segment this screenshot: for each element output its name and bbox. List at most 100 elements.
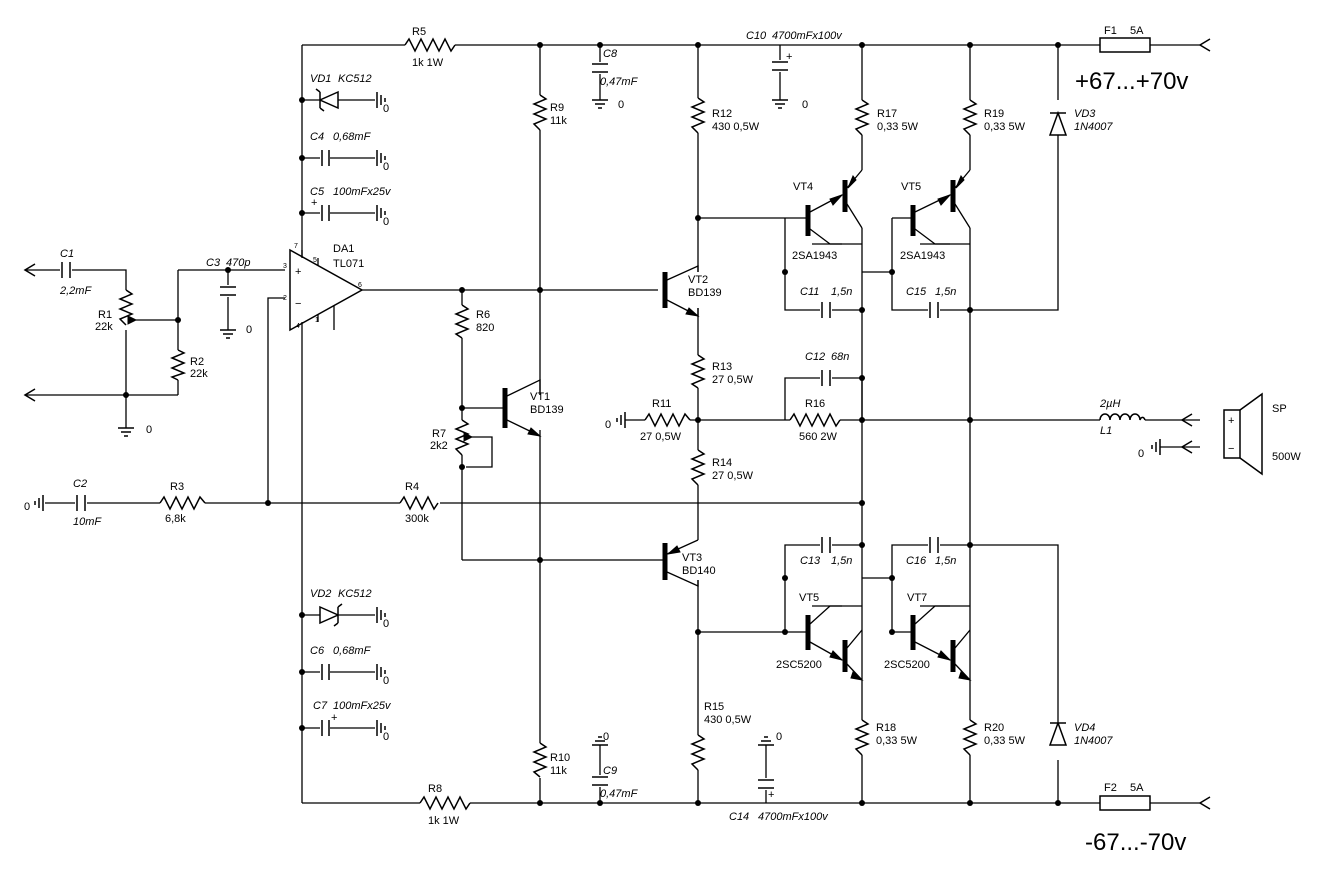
opamp-da1 xyxy=(289,248,364,332)
C6-body xyxy=(321,664,330,680)
r9-ref: R9 xyxy=(550,102,564,114)
C4-body xyxy=(321,150,330,166)
sp-ref: SP xyxy=(1272,403,1287,415)
pin-3: 3 xyxy=(283,263,287,270)
c7-plus: + xyxy=(331,712,337,724)
l1-value: 2µH xyxy=(1099,398,1120,410)
pin-7: 7 xyxy=(294,243,298,250)
c1-ref: C1 xyxy=(60,248,74,260)
C16-body xyxy=(929,537,939,553)
c11-value: 1,5n xyxy=(831,286,852,298)
c13-value: 1,5n xyxy=(831,555,852,567)
pin-4: 4 xyxy=(296,323,300,330)
transistors xyxy=(502,169,972,681)
r20-ref: R20 xyxy=(984,722,1004,734)
c2-ground-label: 0 xyxy=(24,501,30,513)
c7-ground-label: 0 xyxy=(383,731,389,743)
c7-ref: C7 xyxy=(313,700,328,712)
R4-body xyxy=(399,495,439,511)
terminal-arrows xyxy=(23,38,1211,810)
vt7-ref: VT7 xyxy=(907,592,927,604)
vt7-value: 2SC5200 xyxy=(884,659,930,671)
r1-ref: R1 xyxy=(98,309,112,321)
c5-ground-label: 0 xyxy=(383,216,389,228)
C12-body xyxy=(821,370,831,386)
c14-value: 4700mFx100v xyxy=(758,811,829,823)
r10-value: 11k xyxy=(550,765,567,777)
vd3-ref: VD3 xyxy=(1074,108,1096,120)
vd1-ref: VD1 xyxy=(310,73,331,85)
l1-ref: L1 xyxy=(1100,425,1112,437)
C9-body xyxy=(592,776,608,786)
c12-value: 68n xyxy=(831,351,849,363)
opamp-plus: + xyxy=(295,266,301,278)
da1-value: TL071 xyxy=(333,258,364,270)
C7-body xyxy=(321,720,330,736)
speaker-minus: − xyxy=(1228,443,1234,455)
vt3-value: BD140 xyxy=(682,565,716,577)
f1-ref: F1 xyxy=(1104,25,1117,37)
c3-value: 470p xyxy=(226,257,250,269)
vt2-ref: VT2 xyxy=(688,274,708,286)
R16-body xyxy=(789,412,841,428)
c6-ref: C6 xyxy=(310,645,325,657)
R20-body xyxy=(962,719,978,756)
R15-body xyxy=(690,734,706,771)
R7-body xyxy=(454,419,470,456)
c9-ground-label: 0 xyxy=(603,731,609,743)
r14-ref: R14 xyxy=(712,457,732,469)
vt2-value: BD139 xyxy=(688,287,722,299)
junctions xyxy=(123,42,1061,806)
c14-plus: + xyxy=(768,789,774,801)
vd1-value: KC512 xyxy=(338,73,372,85)
wires xyxy=(25,44,1200,804)
f1-value: 5A xyxy=(1130,25,1144,37)
vd2-ground-label: 0 xyxy=(383,618,389,630)
R8-body xyxy=(419,795,471,811)
sp-value: 500W xyxy=(1272,451,1301,463)
C2-body xyxy=(76,495,86,511)
c2-ref: C2 xyxy=(73,478,87,490)
c16-value: 1,5n xyxy=(935,555,956,567)
r8-ref: R8 xyxy=(428,783,442,795)
F2-body xyxy=(1099,795,1151,811)
VD2-body xyxy=(319,603,343,627)
r6-ref: R6 xyxy=(476,309,490,321)
c8-value: 0,47mF xyxy=(600,76,639,88)
resistors xyxy=(118,37,978,811)
R17-body xyxy=(854,99,870,136)
r12-ref: R12 xyxy=(712,108,732,120)
c11-ref: C11 xyxy=(800,286,819,298)
c3-ground-label: 0 xyxy=(246,324,252,336)
pin-1: 1 xyxy=(315,317,319,324)
c3-ref: C3 xyxy=(206,257,221,269)
VD1-body xyxy=(315,88,339,112)
R5-body xyxy=(404,37,456,53)
vt4-ref: VT4 xyxy=(793,181,813,193)
r6-value: 820 xyxy=(476,322,494,334)
vt5-value: 2SA1943 xyxy=(900,250,945,262)
r13-value: 27 0,5W xyxy=(712,374,754,386)
r11-value: 27 0,5W xyxy=(640,431,682,443)
r13-ref: R13 xyxy=(712,361,732,373)
r3-ref: R3 xyxy=(170,481,184,493)
R19-body xyxy=(962,99,978,136)
c13-ref: C13 xyxy=(800,555,821,567)
vt1-ref: VT1 xyxy=(530,391,550,403)
c6-value: 0,68mF xyxy=(333,645,372,657)
r11-ref: R11 xyxy=(652,398,671,410)
C14-body xyxy=(758,779,774,789)
VD3-body xyxy=(1048,110,1068,136)
c2-value: 10mF xyxy=(73,516,102,528)
R10-body xyxy=(532,742,548,778)
c16-ref: C16 xyxy=(906,555,927,567)
c1-value: 2,2mF xyxy=(59,285,92,297)
C3-body xyxy=(220,286,236,296)
R11-body xyxy=(644,412,691,428)
vd4-ref: VD4 xyxy=(1074,722,1095,734)
c9-ref: C9 xyxy=(603,765,617,777)
r11-ground-label: 0 xyxy=(605,419,611,431)
r17-value: 0,33 5W xyxy=(877,121,919,133)
R2-body xyxy=(170,349,187,381)
